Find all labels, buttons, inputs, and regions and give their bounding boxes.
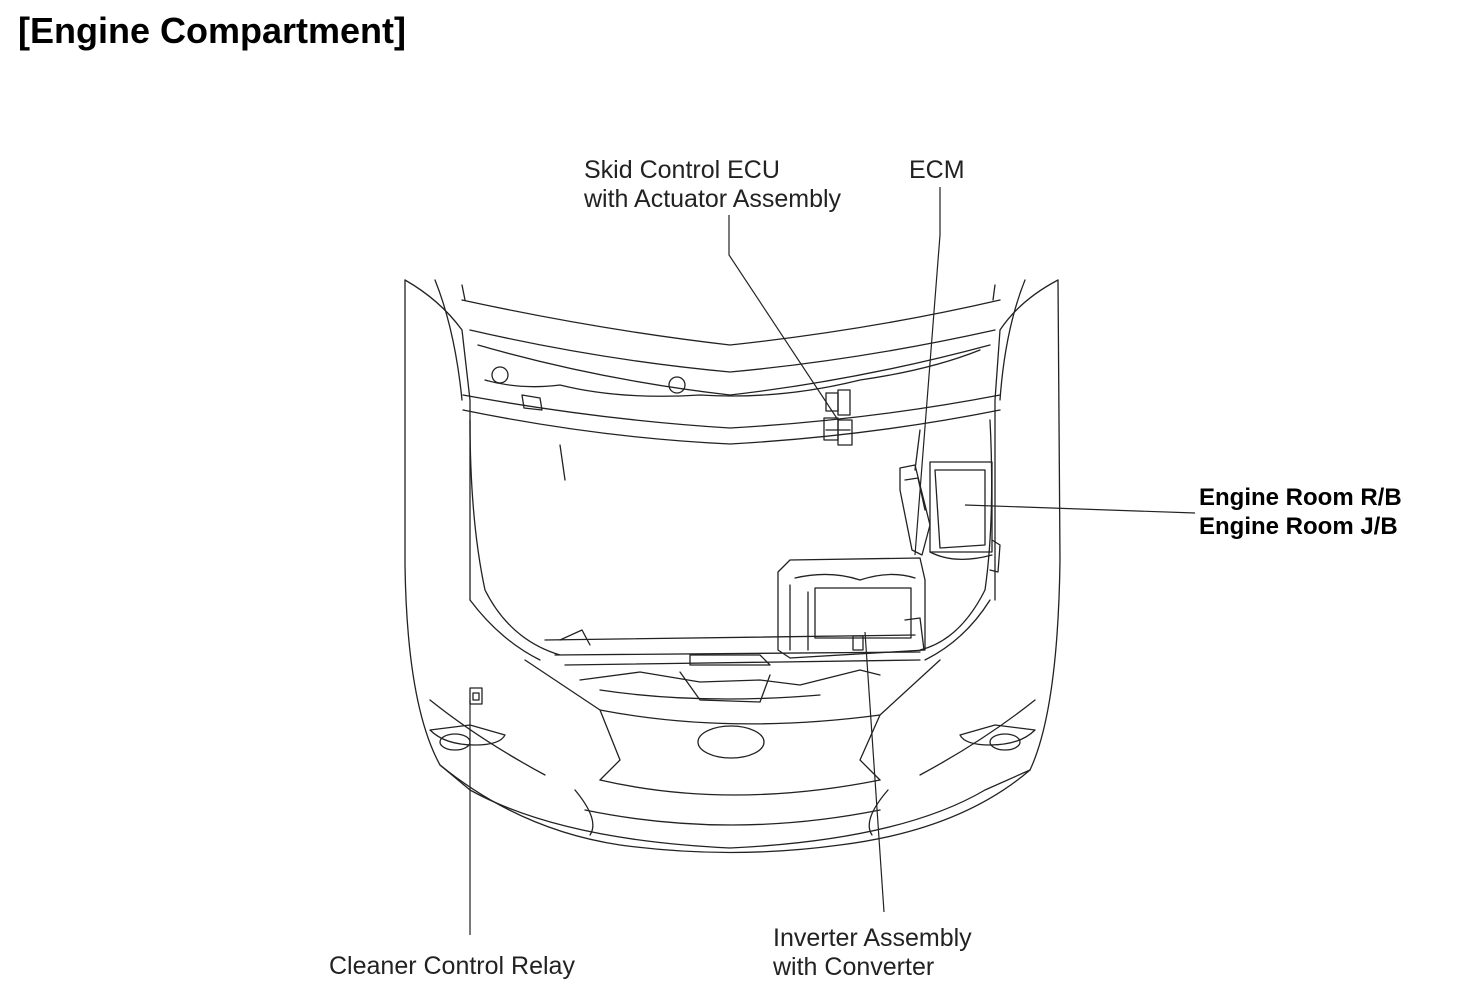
label-engine-room-rb: Engine Room R/B: [1199, 484, 1402, 511]
label-engine-room-jb: Engine Room J/B: [1199, 513, 1398, 540]
inverter-assembly: [777, 557, 926, 659]
label-engine-room: Engine Room R/B Engine Room J/B: [1199, 483, 1402, 541]
fog-lamps: [429, 699, 1036, 776]
radiator-support: [544, 629, 921, 703]
front-grille: [524, 659, 941, 836]
label-inverter-line2: with Converter: [773, 953, 935, 981]
label-ecm: ECM: [909, 156, 965, 184]
car-body-outline: [404, 279, 1061, 854]
cowl-area: [461, 299, 1001, 445]
label-inverter-line1: Inverter Assembly: [773, 924, 972, 952]
cleaner-relay-box: [469, 687, 483, 705]
label-skid-control-line2: with Actuator Assembly: [584, 185, 842, 213]
label-skid-control-line1: Skid Control ECU: [584, 156, 780, 184]
label-cleaner-control-relay: Cleaner Control Relay: [329, 952, 575, 980]
label-inverter-assembly: Inverter Assembly with Converter: [773, 924, 972, 982]
engine-bay: [469, 419, 993, 661]
leader-lines: [469, 187, 1196, 935]
page-title: [Engine Compartment]: [18, 10, 407, 51]
ecm-and-relay-box: [899, 461, 1001, 573]
label-skid-control-ecu: Skid Control ECU with Actuator Assembly: [584, 156, 841, 214]
